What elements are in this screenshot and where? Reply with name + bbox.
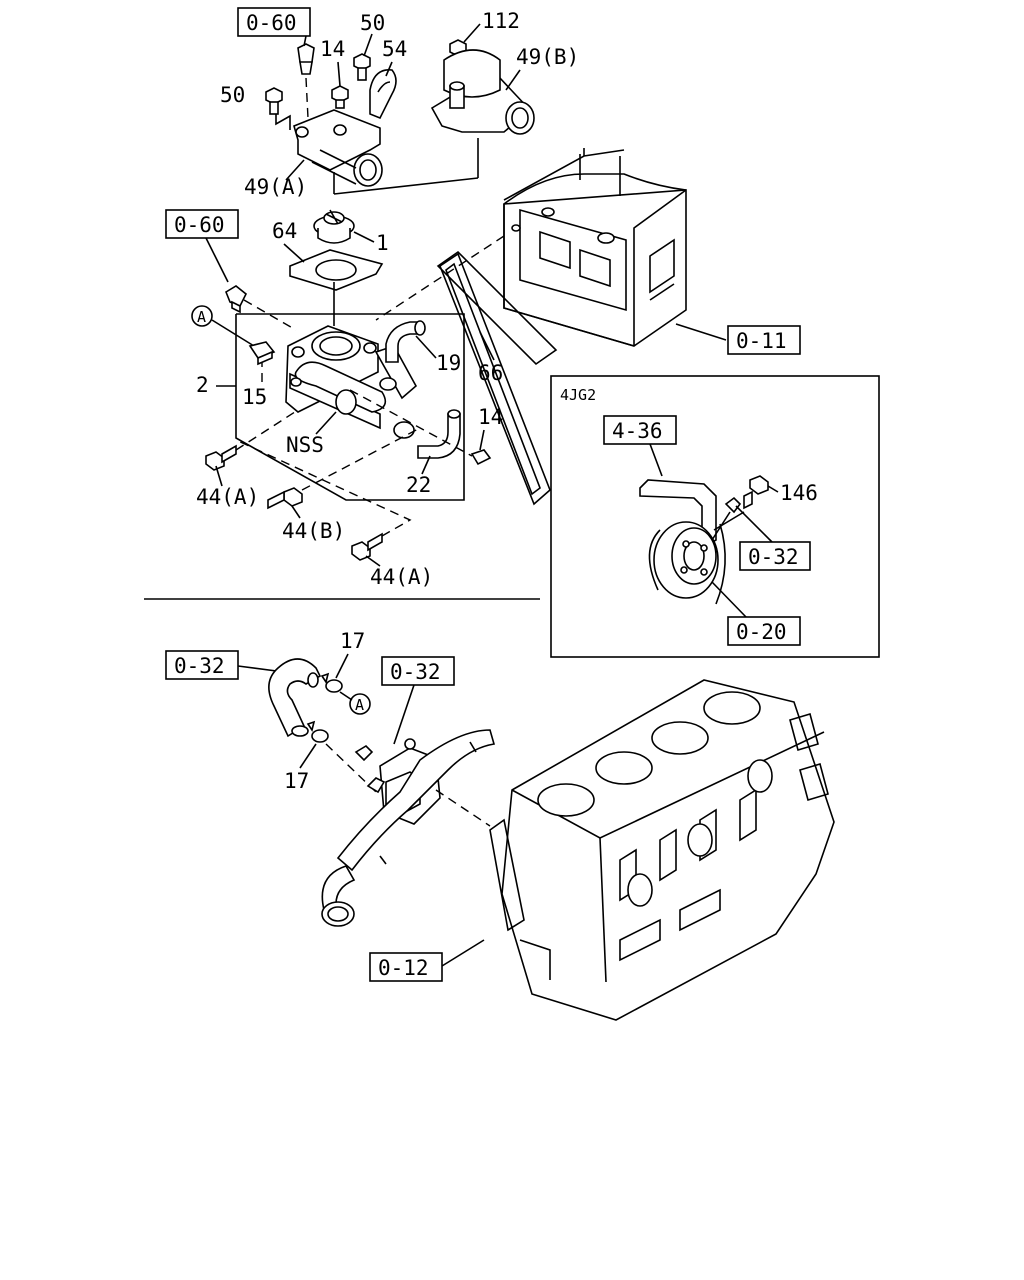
ref-box-4-36[interactable]: 4-36 <box>603 415 677 445</box>
inset-title: 4JG2 <box>560 386 596 404</box>
bolt-44a-1 <box>205 444 237 471</box>
svg-text:0-32: 0-32 <box>174 654 225 678</box>
label-44a-2: 44(A) <box>370 565 433 589</box>
clamp-17-top <box>320 672 343 693</box>
label-64: 64 <box>272 219 297 243</box>
gasket-66 <box>436 250 558 506</box>
clamp-17-bottom <box>306 720 329 743</box>
cylinder-head <box>503 148 687 347</box>
bolt-50-left <box>265 87 283 115</box>
ref-box-0-12[interactable]: 0-12 <box>369 952 443 982</box>
label-54: 54 <box>382 37 407 61</box>
svg-text:0-11: 0-11 <box>736 329 787 353</box>
hose-part <box>268 658 322 738</box>
bolt-14-top <box>331 85 349 109</box>
label-50-left: 50 <box>220 83 245 107</box>
label-17-bottom: 17 <box>284 769 309 793</box>
pipe-22 <box>417 409 461 459</box>
thermostat-1 <box>313 209 355 244</box>
nipple-15 <box>248 341 276 366</box>
label-44b: 44(B) <box>282 519 345 543</box>
inset-4jg2: 4JG2 4-36 146 <box>550 375 880 658</box>
clip-part <box>724 496 742 514</box>
clip-54 <box>369 69 397 120</box>
svg-text:4-36: 4-36 <box>612 419 663 443</box>
label-44a-1: 44(A) <box>196 485 259 509</box>
svg-text:0-60: 0-60 <box>246 11 297 35</box>
bolt-44b <box>267 487 303 510</box>
label-nss: NSS <box>286 433 324 457</box>
label-15: 15 <box>242 385 267 409</box>
thermostat-housing-2 <box>285 325 418 439</box>
label-14-top: 14 <box>320 37 345 61</box>
label-112: 112 <box>482 9 520 33</box>
thermostat-housing-group: 0-60 50 14 54 <box>220 7 579 326</box>
callout-a-lower: A <box>349 693 371 715</box>
svg-text:0-32: 0-32 <box>390 660 441 684</box>
bolt-44a-2 <box>351 532 383 561</box>
ref-box-0-60-top[interactable]: 0-60 <box>237 7 311 37</box>
label-22: 22 <box>406 473 431 497</box>
ref-box-0-32-lower-mid[interactable]: 0-32 <box>381 656 455 686</box>
ref-box-0-60-mid[interactable]: 0-60 <box>165 209 239 239</box>
svg-text:A: A <box>197 308 206 326</box>
label-49a: 49(A) <box>244 175 307 199</box>
ref-box-0-32-inset[interactable]: 0-32 <box>739 541 811 571</box>
svg-text:0-60: 0-60 <box>174 213 225 237</box>
svg-text:0-12: 0-12 <box>378 956 429 980</box>
pulley-disc <box>648 521 726 605</box>
water-outlet-49a <box>293 109 383 187</box>
bolt-146 <box>743 475 769 510</box>
inlet-pipe <box>321 729 496 927</box>
water-outlet-49b <box>430 49 535 135</box>
cylinder-block <box>489 679 835 1021</box>
ref-box-0-20[interactable]: 0-20 <box>727 616 801 646</box>
sensor-switch <box>225 285 248 314</box>
label-17-top: 17 <box>340 629 365 653</box>
label-1: 1 <box>376 231 389 255</box>
ref-box-0-32-lower-left[interactable]: 0-32 <box>165 650 239 680</box>
svg-text:0-20: 0-20 <box>736 620 787 644</box>
ref-box-0-11[interactable]: 0-11 <box>727 325 801 355</box>
pipe-19 <box>385 320 426 363</box>
label-14-right: 14 <box>478 405 503 429</box>
sensor-part <box>297 35 315 75</box>
svg-text:A: A <box>355 696 364 714</box>
svg-text:0-32: 0-32 <box>748 545 799 569</box>
label-50-top: 50 <box>360 11 385 35</box>
label-49b: 49(B) <box>516 45 579 69</box>
label-2: 2 <box>196 373 209 397</box>
label-146: 146 <box>780 481 818 505</box>
callout-a-upper: A <box>191 305 213 327</box>
plug-14-right <box>470 449 492 466</box>
bolt-50-top <box>353 53 371 81</box>
gasket-64 <box>289 249 384 291</box>
label-19: 19 <box>436 351 461 375</box>
label-66: 66 <box>478 361 503 385</box>
